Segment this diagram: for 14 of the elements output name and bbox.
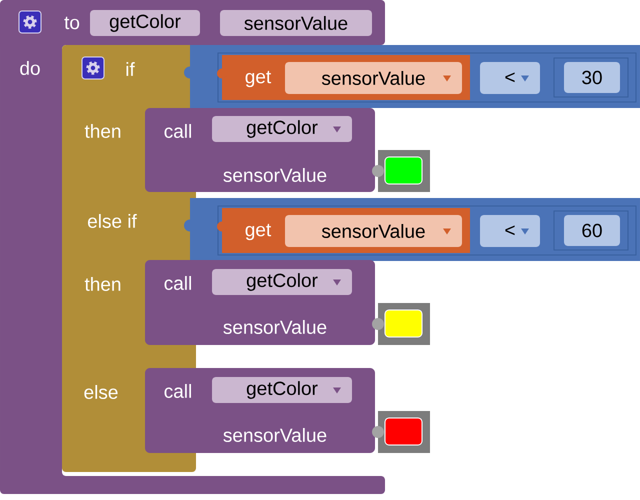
color-block (372, 303, 430, 345)
dropdown-field: getColor (212, 377, 352, 403)
color-block (372, 150, 430, 192)
name-field: getColor (90, 10, 200, 36)
color-block (372, 411, 430, 453)
dropdown-field: < (480, 215, 540, 247)
dropdown-field: sensorValue (285, 215, 462, 247)
dropdown-field: getColor (212, 116, 352, 142)
number-block: 60 (548, 208, 632, 253)
dropdown-field: sensorValue (285, 62, 462, 94)
dropdown-field: getColor (212, 269, 352, 295)
name-field: sensorValue (220, 10, 372, 36)
number-block: 30 (548, 55, 632, 100)
dropdown-field: < (480, 62, 540, 94)
